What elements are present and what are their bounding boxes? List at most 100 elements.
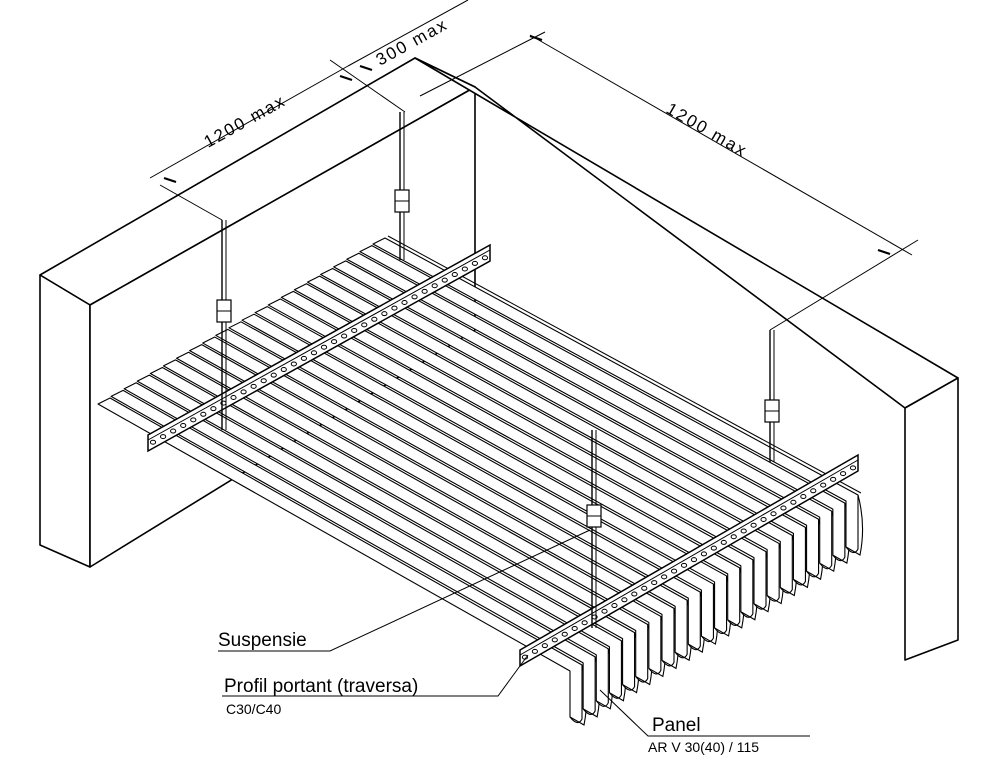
suspension-rod-front [586, 430, 602, 628]
carrier-hole [780, 505, 787, 511]
carrier-hole [351, 327, 358, 333]
panel [293, 283, 780, 602]
suspension-rod-left [216, 220, 232, 430]
panel [123, 382, 609, 707]
leader-panel [599, 689, 810, 737]
carrier-hole [551, 637, 558, 643]
right-wall [414, 57, 959, 661]
suspension-rod-right [764, 330, 780, 462]
carrier-hole [361, 322, 368, 328]
panel [333, 260, 820, 578]
carrier-hole [680, 562, 688, 568]
carrier-hole [839, 471, 847, 477]
carrier-hole [820, 482, 827, 488]
dim-tick [877, 248, 891, 256]
panel [110, 389, 596, 715]
panel [241, 313, 728, 635]
carrier-hole [581, 620, 588, 626]
carrier-hole [461, 266, 468, 272]
carrier-hole [230, 395, 237, 400]
panel [202, 336, 688, 659]
carrier-hole [541, 643, 548, 649]
carrier-hole [381, 311, 388, 317]
carrier-hole [210, 406, 217, 412]
carrier-hole [531, 648, 539, 654]
label-carrier: Profil portant (traversa) [224, 676, 418, 697]
carrier-hole [471, 260, 479, 266]
panel [162, 359, 649, 683]
dim-tick [359, 64, 373, 72]
carrier-hole [170, 428, 177, 434]
carrier-hole [760, 516, 767, 522]
panel [228, 321, 714, 643]
carrier-hole [690, 557, 698, 563]
carrier-hole [330, 339, 338, 345]
carrier-hole [700, 551, 708, 557]
carrier-hole [451, 272, 458, 278]
panel [97, 397, 583, 724]
panel [320, 267, 806, 586]
carrier-hole [830, 476, 837, 482]
panel [280, 290, 767, 610]
panel [136, 374, 622, 699]
carrier-hole [240, 389, 247, 395]
carrier-hole [571, 625, 578, 631]
carrier-hole [270, 372, 277, 378]
panel [267, 298, 754, 618]
label-suspension: Suspensie [218, 630, 307, 651]
carrier-hole [260, 378, 267, 384]
carrier-hole [611, 603, 618, 609]
right-wall-front-face [904, 377, 959, 661]
carrier-hole [441, 277, 448, 283]
carrier-flange [519, 459, 859, 656]
dim-tick [339, 74, 353, 82]
carrier-hole [561, 631, 568, 637]
panel [176, 351, 662, 675]
carrier-hole [601, 608, 608, 614]
carrier-hole [159, 434, 167, 440]
left-wall-front-face [39, 274, 91, 568]
panel-end [845, 494, 864, 556]
label-panel: Panel [652, 715, 701, 736]
suspension-rod-group [216, 112, 780, 628]
label-carrier-code: C30/C40 [226, 701, 281, 717]
carrier-hole [290, 361, 297, 367]
panel [359, 245, 846, 562]
carrier-hole [631, 591, 638, 597]
panel [306, 275, 793, 594]
panel [215, 328, 701, 651]
suspension-rod-back [394, 112, 410, 260]
carrier-hole [431, 283, 438, 289]
dim-line-right [529, 34, 913, 256]
carrier-hole [720, 539, 727, 545]
carrier-hole [750, 522, 757, 528]
carrier-hole [661, 574, 668, 580]
dimension-ticks [163, 34, 891, 256]
carrier-front [519, 453, 859, 668]
label-panel-code: AR V 30(40) / 115 [648, 739, 759, 755]
carrier-hole [411, 294, 418, 300]
carrier-hole [250, 383, 257, 389]
panel [346, 252, 833, 570]
dim-tick [529, 34, 543, 42]
leader-suspension [218, 529, 591, 652]
carrier-hole [200, 411, 207, 417]
carrier-hole [849, 465, 857, 471]
ext-line-left-1 [159, 184, 223, 221]
leader-lines [218, 529, 810, 737]
carrier-hole [280, 367, 287, 373]
carrier-hole [371, 316, 378, 322]
carrier-hole [710, 545, 717, 551]
panel [372, 237, 859, 554]
carrier-hole [300, 355, 308, 361]
carrier-flange [147, 249, 491, 441]
carrier-hole [190, 417, 197, 423]
carrier-hole [180, 422, 187, 428]
carrier-hole [800, 494, 807, 500]
carrier-hole [421, 288, 428, 294]
carrier-hole [391, 305, 398, 311]
carrier-hole [641, 585, 648, 591]
panel [149, 366, 636, 691]
